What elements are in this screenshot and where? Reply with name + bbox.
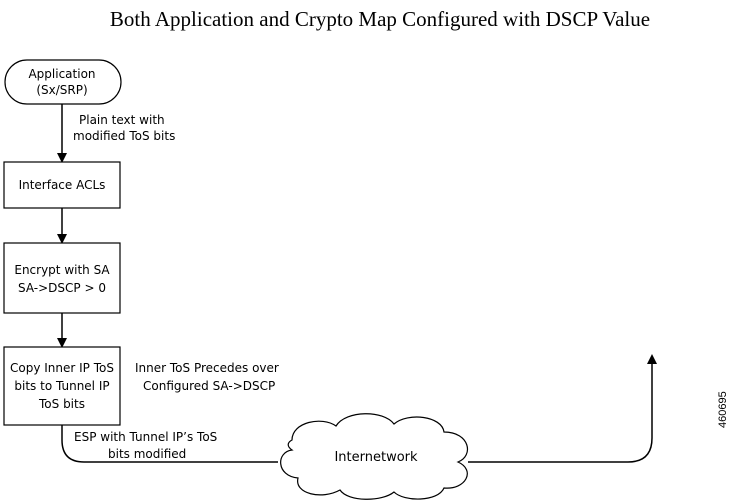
copy-tos-line3: ToS bits [38, 397, 85, 411]
copy-tos-line2: bits to Tunnel IP [14, 379, 109, 393]
application-sublabel: (Sx/SRP) [36, 83, 87, 97]
path-copy-to-cloud [61, 425, 278, 463]
application-shape [4, 59, 122, 105]
figure-id: 460695 [717, 391, 729, 428]
encrypt-shape [3, 242, 121, 314]
inner-tos-note-line2: Configured SA->DSCP [143, 379, 275, 393]
interface-acls-shape [3, 161, 121, 209]
plain-text-label-line1: Plain text with [79, 113, 165, 127]
copy-tos-node: Copy Inner IP ToS bits to Tunnel IP ToS … [3, 346, 121, 426]
esp-label-line2: bits modified [108, 447, 186, 461]
esp-label-line1: ESP with Tunnel IP’s ToS [74, 430, 217, 444]
inner-tos-note-line1: Inner ToS Precedes over [135, 361, 279, 375]
encrypt-node: Encrypt with SA SA->DSCP > 0 [3, 242, 121, 314]
path-cloud-to-up [468, 354, 657, 463]
internetwork-cloud: Internetwork [280, 413, 468, 500]
encrypt-sublabel: SA->DSCP > 0 [18, 281, 106, 295]
interface-acls-node: Interface ACLs [3, 161, 121, 209]
plain-text-label-line2: modified ToS bits [73, 129, 175, 143]
cloud-shape [280, 413, 468, 500]
encrypt-label: Encrypt with SA [14, 263, 110, 277]
copy-tos-shape [3, 346, 121, 426]
application-label: Application [28, 67, 95, 81]
interface-acls-label: Interface ACLs [19, 178, 106, 192]
copy-tos-line1: Copy Inner IP ToS [10, 361, 114, 375]
application-node: Application (Sx/SRP) [4, 59, 122, 105]
diagram-title: Both Application and Crypto Map Configur… [110, 7, 650, 31]
internetwork-label: Internetwork [334, 450, 418, 465]
